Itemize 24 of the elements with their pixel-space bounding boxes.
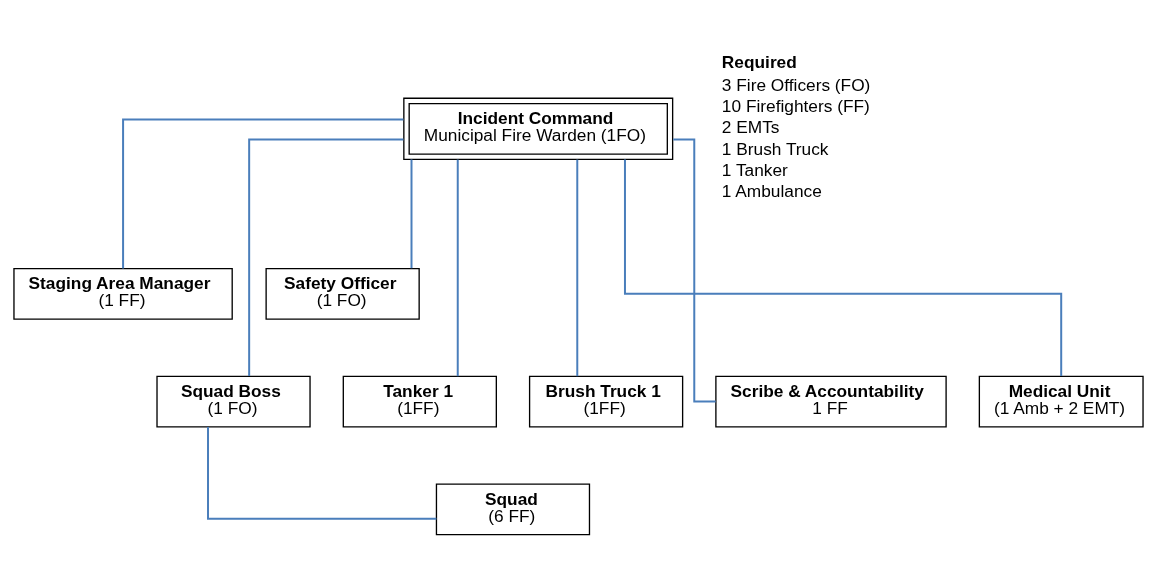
node-box: Scribe & Accountability 1 FF — [715, 375, 947, 428]
connector — [672, 137, 717, 403]
connector — [122, 118, 405, 269]
node-box: Brush Truck 1 (1FF) — [528, 375, 684, 428]
node-box: Tanker 1 (1FF) — [342, 375, 497, 428]
node-box: Safety Officer (1 FO) — [265, 267, 420, 320]
connector — [410, 157, 413, 269]
label: 2 EMTs — [721, 116, 780, 137]
connector — [456, 158, 459, 377]
label: 1 Brush Truck — [721, 138, 829, 159]
node-box: Squad Boss (1 FO) — [156, 375, 311, 428]
connector — [623, 157, 1063, 377]
label: 1 Ambulance — [721, 180, 822, 201]
label: Required — [721, 51, 797, 72]
node-box: Incident Command Municipal Fire Warden (1FO) — [403, 97, 674, 160]
node-box: Medical Unit (1 Amb + 2 EMT) — [978, 375, 1144, 428]
connector — [576, 158, 579, 377]
node-box: Squad (6 FF) — [435, 482, 591, 535]
label: 10 Firefighters (FF) — [721, 95, 870, 116]
connector — [248, 137, 405, 377]
label: 3 Fire Officers (FO) — [721, 74, 871, 95]
label: 1 Tanker — [721, 159, 788, 180]
connector — [207, 425, 438, 520]
node-box: Staging Area Manager (1 FF) — [13, 267, 233, 320]
